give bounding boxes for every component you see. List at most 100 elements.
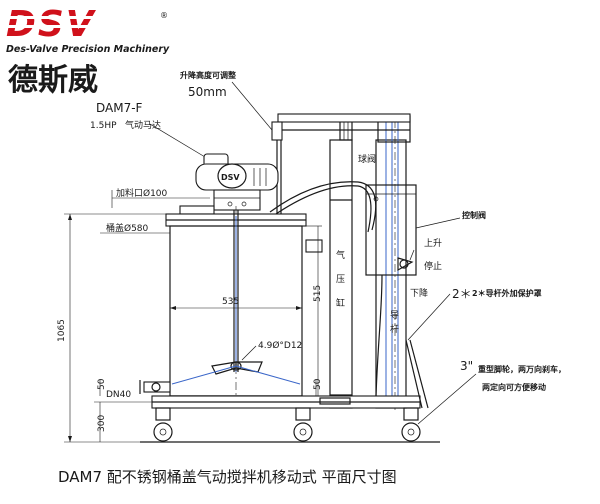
control-valve-label: 控制阀 [462, 210, 486, 220]
control-knob [399, 259, 409, 269]
dim-1065-label: 1065 [57, 319, 67, 342]
impeller-blade [235, 361, 263, 373]
arm-clamp [271, 121, 283, 141]
guide-rod-label-1: 导 [390, 310, 399, 321]
lift-value-label: 50mm [188, 85, 227, 99]
ball-valve-label: 球阀 [358, 153, 376, 165]
motor-badge: DSV [221, 173, 240, 182]
dimension-300: 300 [94, 401, 152, 442]
motor-base [213, 189, 261, 211]
air-hose [272, 185, 372, 233]
control-valve-box [365, 184, 417, 276]
drain-valve [151, 382, 161, 392]
dim-arrow [170, 306, 176, 310]
dimension-50-left: 50 [97, 378, 107, 396]
dim-300-label: 300 [97, 415, 107, 432]
caster-hub [159, 428, 167, 436]
pillar: 气 压 缸 [329, 115, 353, 409]
caster-fork [403, 407, 419, 421]
caster-tire [153, 422, 173, 442]
caster-tire [293, 422, 313, 442]
registered-mark: ® [160, 11, 168, 20]
model-label: DAM7-F [96, 101, 143, 115]
dim-50-right-label: 50 [313, 378, 323, 390]
caster-wheel [401, 407, 421, 442]
caster-fork [155, 407, 171, 421]
base-brace [409, 339, 429, 409]
diagram-caption: DAM7 配不锈钢桶盖气动搅拌机移动式 平面尺寸图 [58, 468, 397, 486]
logo-stripe [6, 16, 156, 19]
cylinder-label-3: 缸 [336, 297, 345, 309]
up-label: 上升 [424, 238, 442, 249]
air-hose-lower [375, 274, 383, 397]
guide-column: 导 杆 [375, 115, 411, 410]
air-motor: DSV [195, 153, 279, 211]
wheel-note-1: 重型脚轮，两万向刹车， [478, 364, 566, 374]
lid-hinge [305, 239, 323, 253]
control-box [365, 184, 417, 276]
guide-column-body [375, 139, 407, 409]
pillar-body [329, 139, 353, 409]
caster-wheel [293, 407, 313, 442]
logo-stripe [6, 25, 156, 28]
hidden-line [235, 365, 301, 385]
cylinder-label-2: 压 [336, 274, 345, 285]
leader-line [231, 81, 273, 131]
wheel-size-label: 3" [460, 359, 473, 373]
hidden-line [171, 365, 237, 385]
dim-arrow [68, 214, 72, 220]
base-brace [405, 339, 423, 409]
drain-label: DN40 [106, 390, 131, 400]
motor-power-label: 1.5HP [90, 121, 117, 131]
top-arm-bar [277, 113, 411, 123]
inlet-port [179, 205, 215, 215]
leader-line [241, 345, 257, 361]
motor-screw [227, 201, 233, 207]
dimension-50-right: 50 [313, 378, 323, 396]
caster-tire [401, 422, 421, 442]
base-plate [319, 397, 351, 405]
motor-type-label: 气动马达 [125, 119, 161, 131]
dim-515-label: 515 [313, 285, 323, 302]
drain-pipe [143, 381, 171, 393]
dim-535-label: 535 [222, 297, 239, 307]
inlet-label: 加料口Ø100 [116, 187, 168, 199]
caster-wheel [153, 407, 173, 442]
air-hose [269, 181, 377, 231]
logo-text: DSV [6, 4, 97, 45]
wheel-note-2: 两定向可方便移动 [482, 382, 546, 392]
barrel-dia-label: 桶盖Ø580 [106, 222, 149, 234]
guide-rod-label-2: 杆 [390, 323, 399, 335]
trolley-base [140, 339, 440, 443]
top-arm [271, 113, 411, 215]
dimension-535: 535 [170, 297, 302, 310]
guard-count: 2＊ [452, 287, 472, 301]
motor-screw [241, 201, 247, 207]
caster-fork [295, 407, 311, 421]
leader-line [417, 373, 477, 425]
dim-arrow [296, 306, 302, 310]
caster-hub [407, 428, 415, 436]
motor-face [217, 163, 247, 189]
dimension-515: 515 [306, 225, 323, 396]
logo: DSV ® Des-Valve Precision Machinery 德斯威 [6, 4, 170, 98]
dim-50-left-label: 50 [97, 378, 107, 390]
guard-label: 2＊导杆外加保护罩 [472, 288, 542, 298]
dimension-1065: 1065 [57, 213, 166, 443]
impeller-label: 4.9Ø°D12 [258, 340, 302, 351]
leader-line [149, 123, 211, 161]
impeller-hub [230, 361, 242, 371]
down-label: 下降 [410, 287, 428, 299]
dim-arrow [68, 436, 72, 442]
leader-line [409, 249, 415, 261]
chinese-brand-name: 德斯威 [8, 63, 98, 98]
stop-label: 停止 [424, 260, 442, 272]
logo-tagline: Des-Valve Precision Machinery [6, 44, 170, 55]
leader-line [407, 293, 451, 341]
lift-adjust-label: 升降高度可调整 [180, 70, 236, 80]
leader-line [415, 217, 461, 229]
cylinder-label-1: 气 [336, 249, 345, 261]
caster-hub [299, 428, 307, 436]
